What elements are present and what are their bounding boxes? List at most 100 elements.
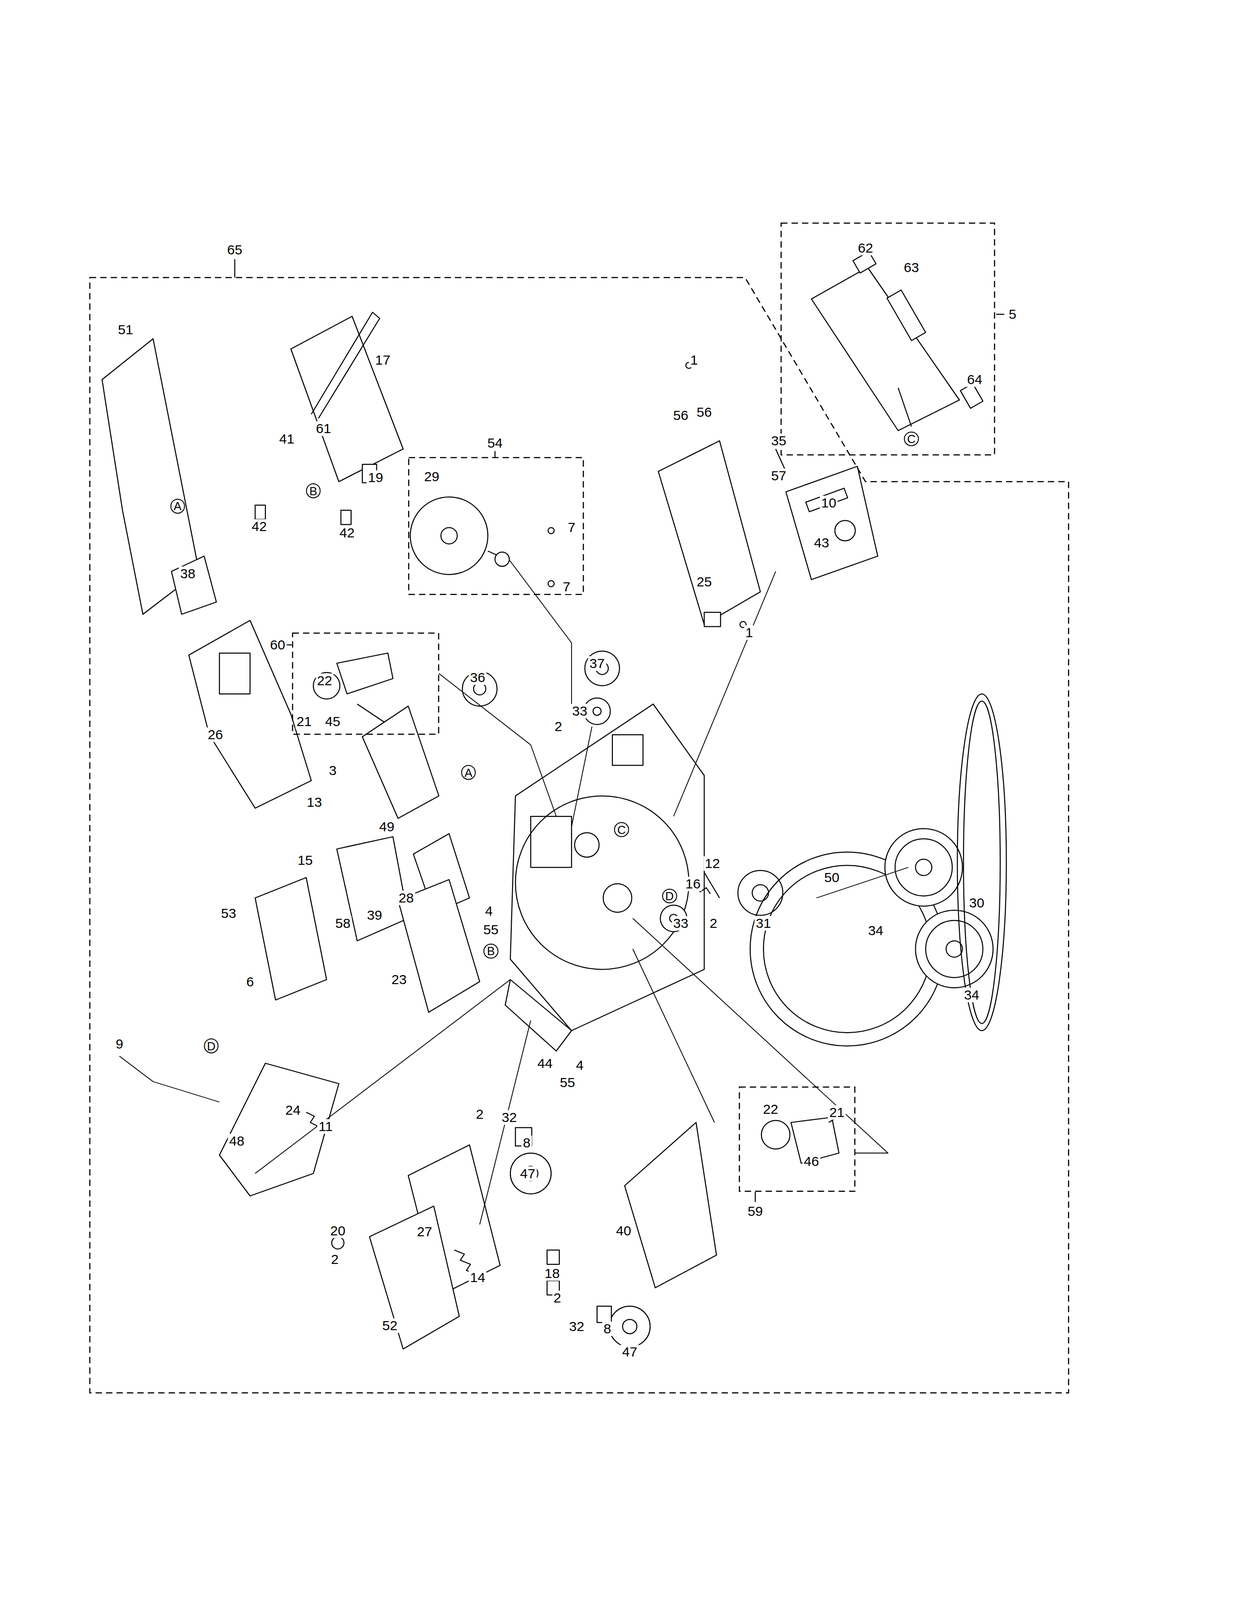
callout-number: 15	[296, 853, 314, 868]
part-outline	[738, 870, 783, 916]
callout-number: 30	[968, 895, 986, 911]
part-outline	[547, 580, 555, 587]
part-outline	[960, 383, 983, 409]
callout-number: 39	[365, 908, 384, 923]
part-outline	[410, 497, 489, 575]
part-group: 5	[780, 222, 996, 456]
part-outline	[439, 673, 557, 817]
part-outline	[494, 552, 510, 567]
part-group: 65546059	[89, 277, 1069, 1394]
part-outline	[440, 527, 458, 544]
reference-letter: A	[170, 498, 186, 514]
part-outline	[337, 653, 394, 695]
callout-number: 16	[684, 876, 702, 892]
part-outline	[761, 1120, 791, 1150]
callout-number: 53	[219, 906, 238, 921]
dashed-outline	[781, 223, 995, 455]
part-outline	[603, 884, 632, 913]
part-outline	[102, 338, 200, 615]
callout-number: 2	[329, 1252, 341, 1267]
motor	[658, 362, 878, 628]
part-outline	[915, 859, 932, 876]
callout-number: 2	[552, 1290, 563, 1306]
callout-number: 2	[552, 719, 564, 734]
callout-number: 8	[521, 1135, 533, 1151]
callout-number: 7	[561, 579, 572, 595]
callout-number: 50	[822, 870, 841, 885]
dashed-outline	[89, 277, 1069, 1394]
callout-number: 1	[689, 352, 700, 368]
part-outline	[894, 839, 953, 897]
part-outline	[754, 1192, 756, 1203]
part-outline	[510, 1153, 552, 1195]
callout-number: 40	[614, 1223, 633, 1239]
part-outline	[915, 910, 993, 988]
callout-number: 33	[570, 704, 589, 719]
part-outline	[592, 707, 602, 716]
part-outline	[505, 979, 572, 1052]
callout-number: 55	[482, 922, 500, 938]
part-outline	[805, 488, 848, 513]
callout-number: 32	[500, 1110, 519, 1125]
reference-letter: C	[904, 431, 920, 447]
part-outline	[622, 1319, 638, 1335]
callout-number: 47	[620, 1344, 639, 1360]
part-outline	[925, 920, 983, 978]
reference-letter: D	[662, 888, 678, 904]
reference-letter: D	[203, 1038, 219, 1054]
callout-number: 10	[819, 495, 838, 511]
callout-number: 31	[754, 916, 773, 931]
callout-number: 42	[250, 519, 269, 534]
callout-number: 20	[328, 1223, 347, 1239]
part-outline	[341, 510, 352, 525]
callout-number: 45	[323, 714, 342, 729]
part-outline	[898, 387, 912, 427]
callout-number: 24	[283, 1103, 302, 1118]
callout-number: 21	[295, 714, 313, 729]
callout-number: 46	[802, 1154, 821, 1169]
callout-number: 37	[588, 656, 607, 671]
dashed-outline	[738, 1086, 856, 1193]
callout-number: 22	[761, 1102, 780, 1117]
part-outline	[313, 672, 341, 700]
part-group: 59	[738, 1086, 856, 1193]
dashed-outline	[739, 1087, 856, 1192]
part-outline	[816, 867, 909, 899]
part-outline	[171, 556, 217, 615]
callout-number: 55	[558, 1075, 577, 1091]
part-outline	[357, 704, 389, 725]
callout-number: 32	[567, 1319, 586, 1335]
part-outline	[234, 259, 235, 279]
part-outline	[362, 706, 440, 819]
callout-number: 48	[227, 1134, 246, 1149]
part-outline	[494, 451, 496, 458]
callout-number: 2	[708, 916, 719, 931]
part-outline	[119, 1056, 220, 1103]
callout-number: 1	[743, 625, 755, 641]
dashed-outline	[89, 277, 1069, 1394]
part-outline	[286, 644, 292, 646]
part-outline	[547, 527, 555, 534]
callout-number: 13	[305, 795, 323, 810]
part-outline	[584, 651, 620, 687]
callout-number: 14	[468, 1270, 487, 1286]
part-outline	[609, 1306, 651, 1348]
part-outline	[510, 704, 705, 1032]
callout-number: 36	[468, 670, 487, 685]
callout-number: 63	[902, 260, 921, 275]
callout-number: 42	[337, 525, 356, 541]
callout-number: 19	[366, 470, 385, 485]
part-outline	[632, 949, 715, 1124]
callout-number: 6	[244, 974, 256, 990]
ring-and-belt	[750, 694, 1007, 1047]
part-outline	[479, 1020, 532, 1225]
callout-number: 22	[315, 673, 334, 689]
callout-number: 28	[397, 890, 416, 906]
part-outline	[331, 1237, 344, 1250]
callout-number: 43	[812, 535, 831, 551]
reference-letter: B	[305, 483, 321, 499]
callout-number: 61	[314, 421, 333, 436]
callout-number: 4	[574, 1058, 586, 1073]
part-outline	[704, 612, 721, 627]
